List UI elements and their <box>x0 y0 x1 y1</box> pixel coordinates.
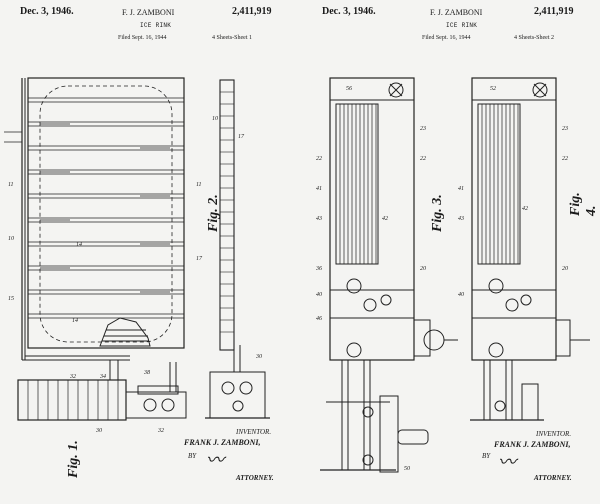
svg-text:30: 30 <box>255 354 262 360</box>
svg-text:23: 23 <box>420 126 426 132</box>
attorney-label: ATTORNEY. <box>236 474 274 482</box>
svg-text:17: 17 <box>238 134 245 140</box>
patent-sheet-1: Dec. 3, 1946. F. J. ZAMBONI 2,411,919 IC… <box>0 0 300 504</box>
svg-text:50: 50 <box>404 466 410 472</box>
svg-text:23: 23 <box>562 126 568 132</box>
svg-text:38: 38 <box>143 370 150 376</box>
svg-text:17: 17 <box>196 256 203 262</box>
svg-text:40: 40 <box>458 291 464 298</box>
patent-sheet-2: Dec. 3, 1946. F. J. ZAMBONI 2,411,919 IC… <box>300 0 600 504</box>
svg-text:10: 10 <box>8 236 14 242</box>
svg-text:56: 56 <box>346 86 352 92</box>
figure-3-label: Fig. 3. <box>430 194 446 232</box>
svg-text:52: 52 <box>490 86 496 92</box>
svg-text:11: 11 <box>196 182 202 188</box>
by-label: BY <box>188 452 196 460</box>
svg-text:15: 15 <box>8 296 14 302</box>
svg-text:41: 41 <box>458 185 464 192</box>
svg-text:32: 32 <box>69 374 76 380</box>
svg-text:41: 41 <box>316 185 322 192</box>
attorney-label: ATTORNEY. <box>534 474 572 482</box>
attorney-signature-icon: 〰 <box>206 446 224 472</box>
svg-text:34: 34 <box>99 373 106 380</box>
svg-text:32: 32 <box>157 428 164 434</box>
svg-text:14: 14 <box>76 241 82 248</box>
svg-text:46: 46 <box>316 315 322 322</box>
svg-text:30: 30 <box>95 428 102 434</box>
svg-text:42: 42 <box>522 205 528 212</box>
svg-text:43: 43 <box>316 215 322 222</box>
inventor-label: INVENTOR. <box>536 430 571 438</box>
figure-4-label: Fig. 4. <box>568 184 600 216</box>
inventor-label: INVENTOR. <box>236 428 271 436</box>
svg-text:22: 22 <box>562 156 568 162</box>
svg-text:40: 40 <box>316 291 322 298</box>
attorney-signature-icon: 〰 <box>498 448 516 474</box>
svg-text:20: 20 <box>420 266 426 272</box>
svg-text:20: 20 <box>562 266 568 272</box>
svg-text:36: 36 <box>315 266 322 272</box>
svg-text:22: 22 <box>420 156 426 162</box>
figure-3-4-drawing: 224143 364046 232220 4256 414340 232220 … <box>300 0 600 504</box>
svg-text:14: 14 <box>72 317 78 324</box>
figure-2-label: Fig. 2. <box>206 194 222 232</box>
figure-1-label: Fig. 1. <box>66 440 82 478</box>
svg-text:43: 43 <box>458 215 464 222</box>
svg-text:22: 22 <box>316 156 322 162</box>
by-label: BY <box>482 452 490 460</box>
svg-text:42: 42 <box>382 215 388 222</box>
svg-text:10: 10 <box>212 116 218 122</box>
svg-text:11: 11 <box>8 182 14 188</box>
